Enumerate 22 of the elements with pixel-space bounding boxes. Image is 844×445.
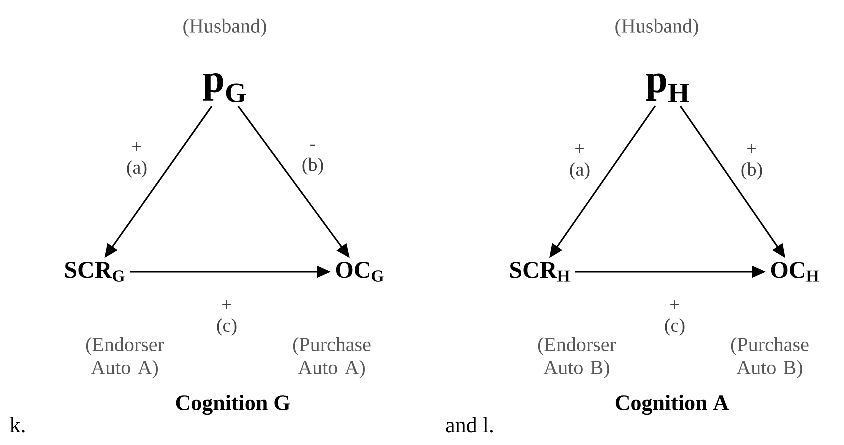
role-note: (Purchase Auto B) (731, 337, 809, 379)
edge-label: + (c) (665, 300, 685, 336)
role-note: (Endorser Auto A) (86, 337, 164, 379)
variable-symbol: p$_{H}$ (646, 74, 690, 102)
variable-symbol: SCR$_{G}$ (65, 262, 125, 282)
figure-title: Cognition G (176, 394, 290, 416)
role-note: (Endorser Auto B) (538, 337, 616, 379)
edge-label: + (b) (742, 144, 762, 180)
variable-symbol: SCR$_{H}$ (510, 262, 570, 282)
role-note: (Purchase Auto A) (293, 337, 371, 379)
panel-label: k. (10, 417, 25, 433)
edge-label: - (b) (302, 144, 324, 176)
panel-label: and l. (446, 417, 493, 433)
variable-symbol: OC$_{H}$ (771, 262, 819, 282)
role-note: (Husband) (616, 18, 698, 38)
variable-symbol: OC$_{G}$ (336, 262, 384, 282)
edge-label: + (a) (127, 142, 147, 178)
role-note: (Husband) (184, 18, 266, 38)
edge-label: + (a) (570, 144, 590, 180)
edge-label: + (c) (217, 300, 237, 336)
figure-title: Cognition A (616, 394, 729, 416)
variable-symbol: p$_{G}$ (203, 73, 246, 103)
